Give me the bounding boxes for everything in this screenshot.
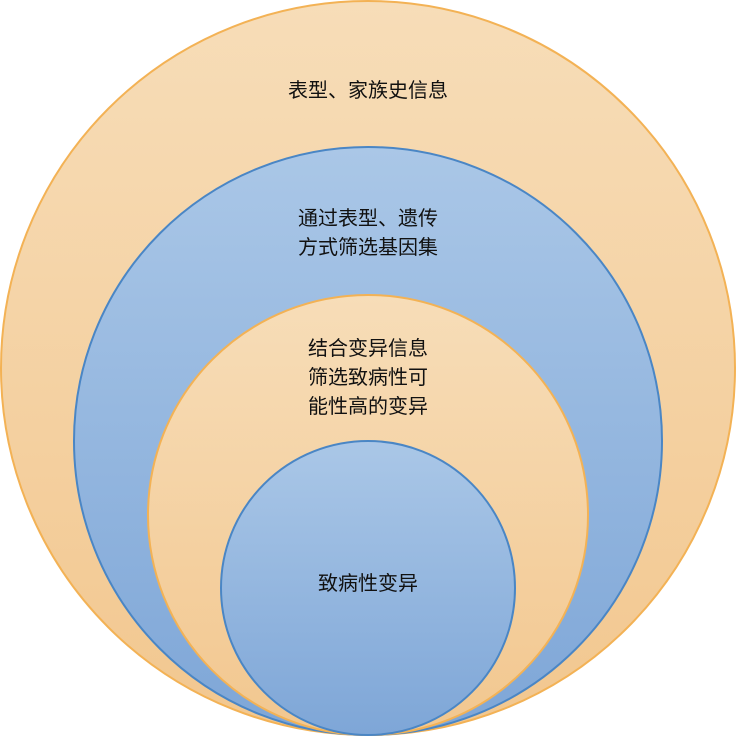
inner-circle-pathogenic-variants bbox=[220, 440, 516, 736]
